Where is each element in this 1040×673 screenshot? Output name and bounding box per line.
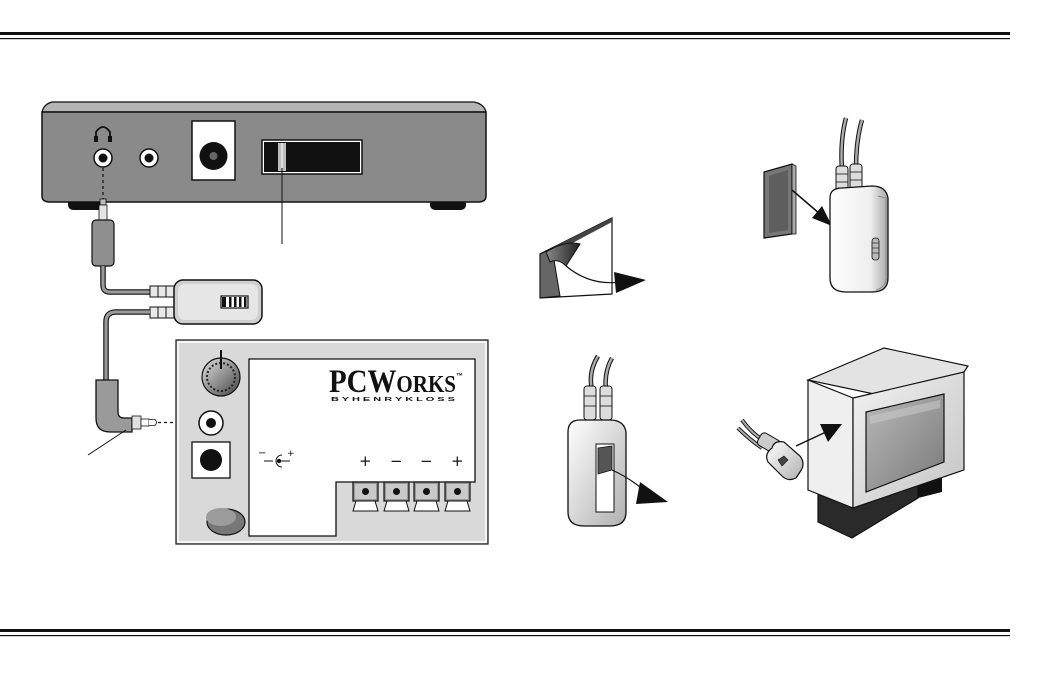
- terminal-sign-3: −: [420, 452, 433, 470]
- plug-body: [92, 220, 114, 266]
- inline-adapter: [150, 280, 262, 324]
- speaker-terminal-1: [353, 482, 378, 511]
- terminal-sign-4: +: [451, 452, 464, 470]
- arrow-icon: [614, 272, 646, 293]
- top-rule: [0, 32, 1010, 39]
- svg-text:−: −: [258, 448, 266, 459]
- brand-byline: B Y H E N R Y K L O S S: [331, 397, 456, 403]
- arrow-icon: [636, 482, 668, 504]
- speaker-terminal-4: [445, 482, 470, 511]
- plug-callout-line: [88, 430, 126, 455]
- peel-backing-illustration: [540, 218, 646, 298]
- pod-backing-illustration: [568, 356, 668, 526]
- trademark-mark: ™: [456, 373, 463, 380]
- bottom-rule: [0, 629, 1010, 636]
- monitor-illustration: [738, 348, 968, 538]
- attach-pod-illustration: [764, 118, 888, 292]
- speaker-panel: PCWORKS ™ B Y H E N R Y K L O S S − + + …: [176, 340, 488, 544]
- right-angle-plug: [96, 380, 132, 432]
- speaker-terminal-2: [384, 482, 409, 511]
- terminal-sign-1: +: [359, 452, 372, 470]
- terminal-sign-2: −: [390, 452, 403, 470]
- speaker-terminal-3: [414, 482, 439, 511]
- sensor-pod: [830, 186, 888, 292]
- svg-text:+: +: [287, 449, 295, 459]
